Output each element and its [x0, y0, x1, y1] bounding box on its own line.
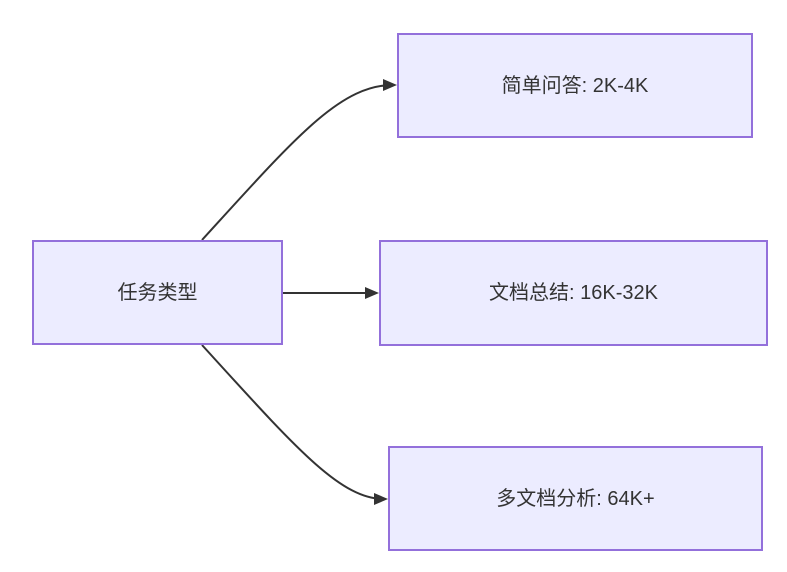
node-task-type-label: 任务类型	[117, 281, 198, 304]
node-simple-qa-label: 简单问答: 2K-4K	[501, 74, 649, 97]
edge-root-to-simple-qa	[201, 79, 397, 241]
node-multidoc-analysis-label: 多文档分析: 64K+	[496, 487, 655, 510]
node-multidoc-analysis: 多文档分析: 64K+	[388, 446, 763, 551]
edge-root-to-multidoc-analysis	[201, 344, 388, 505]
node-simple-qa: 简单问答: 2K-4K	[397, 33, 753, 138]
node-doc-summary: 文档总结: 16K-32K	[379, 240, 768, 346]
node-task-type: 任务类型	[32, 240, 283, 345]
node-doc-summary-label: 文档总结: 16K-32K	[489, 282, 658, 304]
